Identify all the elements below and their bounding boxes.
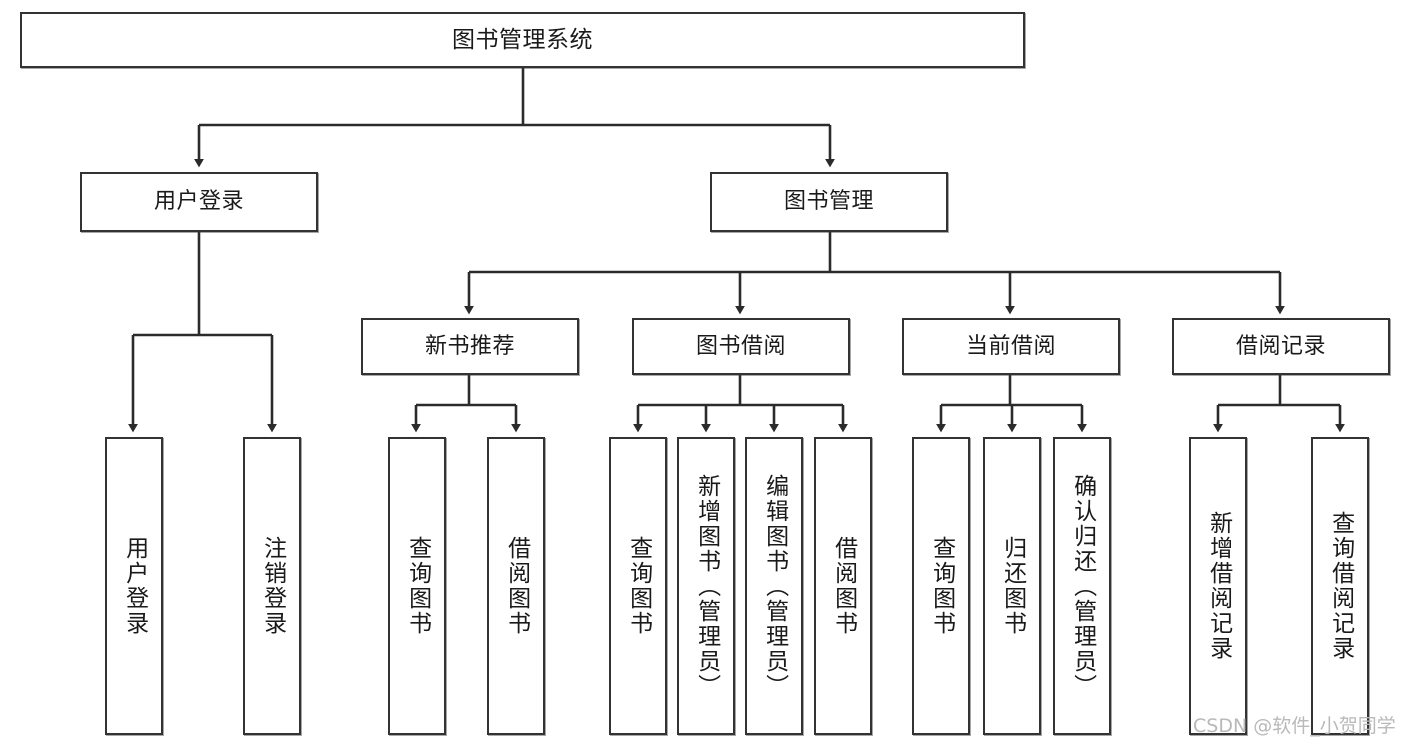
node-label: 图书管理系统 [452, 26, 593, 53]
node-label: 归还图书 [999, 536, 1026, 636]
node-label: 查询图书 [625, 536, 652, 636]
node-label: 查询图书 [404, 536, 431, 636]
node-label: 新书推荐 [424, 333, 515, 359]
leaf-add-book-admin[interactable]: 新增图书（管理员） [677, 437, 735, 735]
leaf-borrow-book[interactable]: 借阅图书 [814, 437, 872, 735]
leaf-confirm-return-admin[interactable]: 确认归还（管理员） [1053, 437, 1111, 735]
node-new-book-recommendation[interactable]: 新书推荐 [361, 318, 579, 375]
leaf-user-logout[interactable]: 注销登录 [243, 437, 301, 735]
node-label: 用户登录 [121, 536, 148, 636]
leaf-return-book[interactable]: 归还图书 [983, 437, 1041, 735]
node-label: 借阅记录 [1235, 333, 1326, 359]
node-book-borrow[interactable]: 图书借阅 [632, 318, 850, 375]
leaf-user-login[interactable]: 用户登录 [105, 437, 163, 735]
node-book-manage[interactable]: 图书管理 [710, 172, 948, 232]
leaf-query-borrow-record[interactable]: 查询借阅记录 [1311, 437, 1369, 735]
node-label: 当前借阅 [965, 333, 1056, 359]
leaf-query-book-borrow[interactable]: 查询图书 [609, 437, 667, 735]
node-label: 借阅图书 [830, 536, 857, 636]
node-label: 新增图书（管理员） [693, 473, 720, 699]
node-label: 注销登录 [259, 536, 286, 636]
leaf-borrow-book-recommendation[interactable]: 借阅图书 [487, 437, 545, 735]
csdn-watermark: CSDN @软件_小贺同学 [1193, 715, 1396, 737]
node-label: 查询图书 [928, 536, 955, 636]
node-label: 查询借阅记录 [1327, 511, 1354, 661]
node-label: 用户登录 [153, 189, 244, 215]
node-current-borrow[interactable]: 当前借阅 [902, 318, 1120, 375]
node-label: 借阅图书 [503, 536, 530, 636]
leaf-query-book-recommendation[interactable]: 查询图书 [388, 437, 446, 735]
node-label: 新增借阅记录 [1205, 511, 1232, 661]
node-label: 确认归还（管理员） [1069, 473, 1096, 699]
leaf-add-borrow-record[interactable]: 新增借阅记录 [1189, 437, 1247, 735]
node-label: 图书管理 [783, 189, 874, 215]
node-user-login[interactable]: 用户登录 [80, 172, 318, 232]
leaf-edit-book-admin[interactable]: 编辑图书（管理员） [745, 437, 803, 735]
node-borrow-record[interactable]: 借阅记录 [1172, 318, 1390, 375]
node-label: 编辑图书（管理员） [761, 473, 788, 699]
node-root-system[interactable]: 图书管理系统 [20, 12, 1025, 68]
leaf-query-book-current[interactable]: 查询图书 [912, 437, 970, 735]
node-label: 图书借阅 [695, 333, 786, 359]
